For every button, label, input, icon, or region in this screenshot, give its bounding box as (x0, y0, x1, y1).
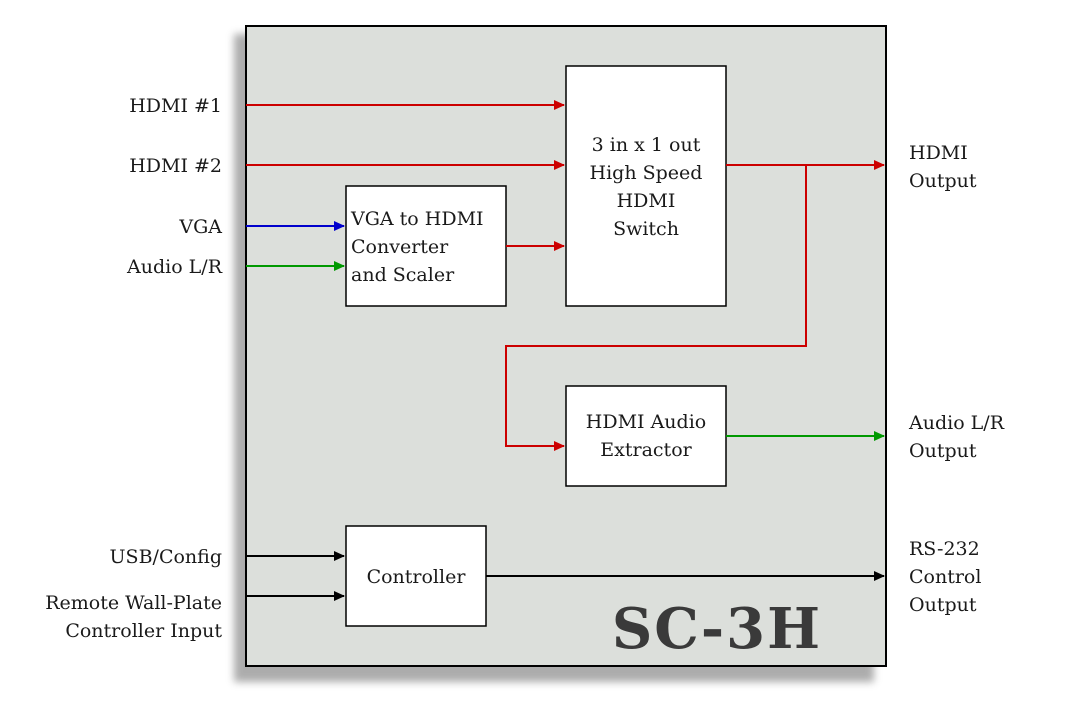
output-audio-line2: Output (909, 440, 977, 462)
switch-text-1: 3 in x 1 out (592, 134, 701, 156)
output-hdmi-line1: HDMI (909, 142, 968, 164)
model-name: SC-3H (612, 596, 822, 662)
output-rs232-line1: RS-232 (909, 538, 980, 560)
converter-text-2: Converter (351, 236, 449, 258)
label-hdmi1: HDMI #1 (129, 95, 222, 117)
extractor-text-1: HDMI Audio (586, 411, 706, 433)
output-rs232-line3: Output (909, 594, 977, 616)
controller-text: Controller (367, 566, 467, 588)
extractor-text-2: Extractor (600, 439, 692, 461)
label-hdmi2: HDMI #2 (129, 155, 222, 177)
switch-text-4: Switch (613, 218, 679, 240)
audio-extractor-block (565, 385, 727, 487)
label-remote-line1: Remote Wall-Plate (45, 592, 222, 614)
switch-block (565, 65, 727, 307)
vga-converter-block (345, 185, 507, 307)
label-usb-config: USB/Config (110, 546, 222, 568)
converter-text-1: VGA to HDMI (350, 208, 484, 230)
label-remote-line2: Controller Input (65, 620, 222, 642)
label-vga: VGA (178, 216, 222, 238)
output-rs232-line2: Control (909, 566, 981, 588)
converter-text-3: and Scaler (351, 264, 455, 286)
output-audio-line1: Audio L/R (908, 412, 1005, 434)
label-audio-lr: Audio L/R (126, 256, 223, 278)
controller-block (345, 525, 487, 627)
switch-text-3: HDMI (617, 190, 676, 212)
switch-to-extractor-arrow (505, 165, 807, 451)
switch-text-2: High Speed (590, 162, 703, 184)
output-hdmi-line2: Output (909, 170, 977, 192)
